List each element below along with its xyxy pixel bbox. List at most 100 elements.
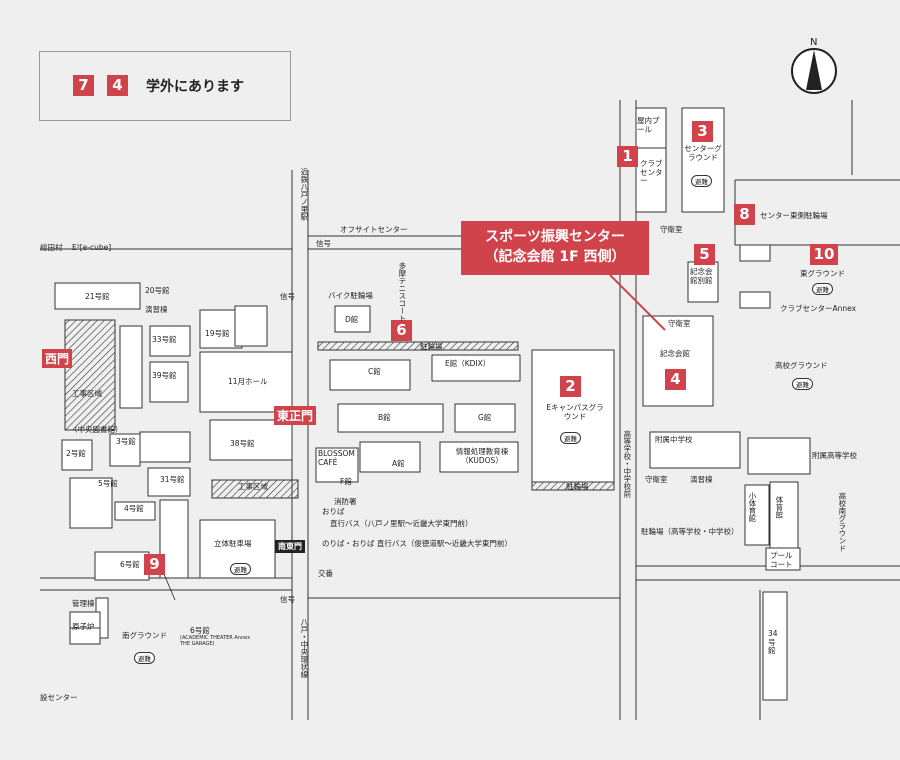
label-b11hall: 11月ホール <box>228 377 268 386</box>
label-b39: 39号館 <box>152 371 177 380</box>
compass-label: N <box>810 37 818 48</box>
label-b-kan: B館 <box>378 413 391 422</box>
marker-3[interactable]: 3 <box>692 121 713 142</box>
label-bus2: のりば・おりば 直行バス（俊徳道駅～近畿大学東門前） <box>322 539 512 548</box>
label-gym: 体育館 <box>774 496 784 519</box>
label-guard-kinen: 守衛室 <box>668 319 691 328</box>
west-gate[interactable]: 西門 <box>42 349 73 368</box>
legend-box: 7 4 学外にあります <box>39 51 291 121</box>
label-parking-top: 駐輪場 <box>420 342 443 351</box>
marker-2[interactable]: 2 <box>560 376 581 397</box>
label-guard-chu: 守衛室 <box>645 475 668 484</box>
label-tennis: 多摩テニスコート <box>397 262 407 322</box>
label-b2: 2号館 <box>66 449 86 458</box>
label-nobarimura: 総田村 <box>40 243 63 252</box>
label-b6-main: 6号館 <box>190 626 210 635</box>
label-koban: 交番 <box>318 569 333 578</box>
label-station-kintetsu: 近鉄八戸ノ里駅 <box>299 168 309 221</box>
label-enshu-chu: 演習棟 <box>690 475 713 484</box>
label-center-ground: センターグラウンド <box>684 144 722 162</box>
label-parking-hs: 駐輪場（高等学校・中学校） <box>641 527 739 536</box>
label-b3: 3号館 <box>116 437 136 446</box>
south-east-gate[interactable]: 南東門 <box>275 540 305 553</box>
label-signal-1: 信号 <box>316 239 331 248</box>
label-fire: 消防署 <box>334 497 357 506</box>
label-b31: 31号館 <box>160 475 185 484</box>
label-c-kan: C館 <box>368 367 381 376</box>
evac-ritai: 避難 <box>230 563 251 575</box>
label-b38: 38号館 <box>230 439 255 448</box>
label-fuzoku-ko: 附属高等学校 <box>812 451 857 460</box>
label-kinkou-mae: 高等学校・中学校前 <box>622 430 632 498</box>
legend-badge-4: 4 <box>107 75 128 96</box>
label-small-gym: 小体育館 <box>747 492 757 522</box>
marker-10[interactable]: 10 <box>810 244 838 265</box>
evac-center-ground: 避難 <box>691 175 712 187</box>
label-b21: 21号館 <box>85 292 110 301</box>
label-center-east-parking: センター東側駐輪場 <box>760 211 828 220</box>
marker-4[interactable]: 4 <box>665 369 686 390</box>
label-parking-e: 駐輪場 <box>566 482 589 491</box>
label-f-kan: F館 <box>340 477 352 486</box>
label-east-ground: 東グラウンド <box>800 269 845 278</box>
label-d-kan: D館 <box>345 315 359 324</box>
label-fuzoku-chu: 附属中学校 <box>655 435 693 444</box>
label-b6-sub: (ACADEMIC THEATER Annex THE GARAGE) <box>180 635 251 647</box>
callout-line1: スポーツ振興センター <box>485 229 625 245</box>
label-club-center-annex: クラブセンターAnnex <box>780 304 857 313</box>
legend-text: 学外にあります <box>146 79 244 95</box>
label-b20: 20号館 <box>145 286 170 295</box>
label-club-center: クラブセンター <box>640 159 663 186</box>
label-guard-top: 守衛室 <box>660 225 683 234</box>
east-main-gate[interactable]: 東正門 <box>274 406 317 425</box>
label-kinenkaikan-annex: 記念会館別館 <box>690 267 713 285</box>
marker-1[interactable]: 1 <box>617 146 638 167</box>
label-central-lib: （中央図書館） <box>70 425 123 434</box>
label-hachinohe-road: 八戸・中央環状線 <box>299 618 309 678</box>
marker-8[interactable]: 8 <box>734 204 755 225</box>
label-g-kan: G館 <box>478 413 492 422</box>
label-construction-west: 工事区域 <box>72 389 102 398</box>
label-b19: 19号館 <box>205 329 230 338</box>
label-signal-2: 信号 <box>280 292 295 301</box>
sports-center-callout: スポーツ振興センター （記念会館 1F 西側） <box>461 221 649 275</box>
label-b34: 34号館 <box>768 629 778 656</box>
label-e-kan: E館（KDIX） <box>445 359 491 368</box>
label-bike-parking: バイク駐輪場 <box>328 291 373 300</box>
label-okunai-pool: 屋内プール <box>637 116 660 134</box>
legend-badge-7: 7 <box>73 75 94 96</box>
label-high-ground: 高校グラウンド <box>775 361 828 370</box>
label-signal-3: 信号 <box>280 595 295 604</box>
label-kanri: 管理棟 <box>72 599 95 608</box>
marker-5[interactable]: 5 <box>694 244 715 265</box>
evac-south-ground: 避難 <box>134 652 155 664</box>
evac-e-campus: 避難 <box>560 432 581 444</box>
label-e-cube: E³[e-cube] <box>72 243 112 252</box>
label-enshu: 演習棟 <box>145 305 168 314</box>
label-b4: 4号館 <box>124 504 144 513</box>
label-blossom: BLOSSOM CAFÉ <box>318 449 355 467</box>
evac-east-ground: 避難 <box>812 283 833 295</box>
label-genshiro: 原子炉 <box>72 622 95 631</box>
callout-line2: （記念会館 1F 西側） <box>484 249 626 265</box>
marker-6[interactable]: 6 <box>391 320 412 341</box>
label-kinenkaikan: 記念会館 <box>660 349 690 358</box>
label-south-ground: 南グラウンド <box>122 631 167 640</box>
label-e-campus-ground: Eキャンパスグラウンド <box>546 403 604 421</box>
evac-high-ground: 避難 <box>792 378 813 390</box>
label-b5: 5号館 <box>98 479 118 488</box>
label-a-kan: A館 <box>392 459 405 468</box>
label-bus1: 直行バス（八戸ノ里駅～近畿大学東門前） <box>330 519 473 528</box>
label-pool-court: プールコート <box>770 551 793 569</box>
marker-9[interactable]: 9 <box>144 554 165 575</box>
label-ritai: 立体駐車場 <box>214 539 252 548</box>
label-kudos: 情報処理教育棟（KUDOS） <box>455 447 509 465</box>
label-yuusoku: 設センター <box>40 693 78 702</box>
label-b6: 6号館 <box>120 560 140 569</box>
label-offsite: オフサイトセンター <box>340 225 408 234</box>
label-construction-mid: 工事区域 <box>238 482 268 491</box>
label-b33: 33号館 <box>152 335 177 344</box>
label-koko-south-ground: 高校南グラウンド <box>837 492 847 552</box>
